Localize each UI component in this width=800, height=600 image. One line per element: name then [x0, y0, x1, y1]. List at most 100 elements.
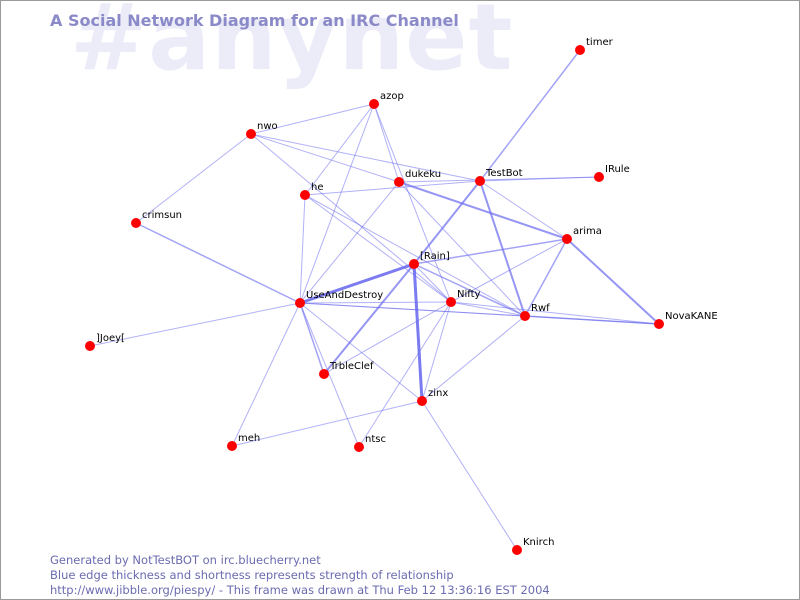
edge-nwo-Nifty — [250, 133, 452, 303]
node-dot — [446, 297, 456, 307]
edge-zinx-Knirch — [421, 400, 518, 551]
edge-zinx-meh — [231, 400, 423, 447]
node-label: dukeku — [405, 169, 441, 180]
node-azop: azop — [369, 91, 404, 109]
node-dot — [227, 441, 237, 451]
channel-watermark: #anynet — [70, 0, 514, 91]
node-label: TestBot — [485, 168, 523, 179]
node-he: he — [300, 182, 324, 200]
edge-timer-TestBot — [479, 49, 581, 182]
edge-arima-NovaKANE — [566, 238, 660, 325]
node-label: zinx — [428, 388, 448, 399]
edge-he-UseAndDestroy — [299, 194, 306, 304]
node-Nifty: Nifty — [446, 289, 481, 307]
node-TestBot: TestBot — [475, 168, 523, 186]
footer-generated-by: Generated by NotTestBOT on irc.bluecherr… — [50, 553, 321, 567]
node-dot — [300, 190, 310, 200]
node-label: Rwf — [531, 303, 550, 314]
edge-Nifty-arima — [450, 238, 568, 303]
node-Joey: ]Joey[ — [85, 333, 125, 351]
node-Rwf: Rwf — [520, 303, 550, 321]
edge-Rain-Nifty — [413, 263, 452, 303]
node-meh: meh — [227, 433, 260, 451]
node-label: timer — [586, 37, 614, 48]
node-dot — [417, 396, 427, 406]
node-dot — [575, 45, 585, 55]
edge-UseAndDestroy-TrbleClef — [299, 302, 325, 375]
edge-Rain-arima — [413, 238, 568, 265]
edge-dukeku-UseAndDestroy — [299, 181, 400, 304]
edge-TestBot-Rwf — [479, 180, 526, 317]
node-arima: arima — [562, 226, 602, 244]
edge-azop-Nifty — [373, 103, 452, 303]
edge-Nifty-NovaKANE — [450, 301, 660, 325]
node-dot — [409, 259, 419, 269]
node-IRule: IRule — [594, 164, 630, 182]
node-label: meh — [238, 433, 260, 444]
footer-url-timestamp: http://www.jibble.org/piespy/ - This fra… — [50, 583, 550, 597]
node-label: ntsc — [365, 434, 386, 445]
edge-arima-Rwf — [524, 238, 568, 317]
node-Knirch: Knirch — [512, 537, 554, 555]
edge-TestBot-Rain — [413, 180, 481, 265]
node-dukeku: dukeku — [394, 169, 441, 187]
nodes-layer: timer azop nwo dukeku TestBot IRule he crimsun a… — [85, 37, 718, 555]
footer-legend-note: Blue edge thickness and shortness repres… — [50, 568, 454, 582]
edge-nwo-dukeku — [250, 133, 400, 183]
node-dot — [594, 172, 604, 182]
node-dot — [520, 311, 530, 321]
edge-Rwf-NovaKANE — [524, 315, 660, 325]
node-UseAndDestroy: UseAndDestroy — [295, 290, 383, 308]
edge-UseAndDestroy-meh — [231, 302, 301, 447]
node-dot — [295, 298, 305, 308]
node-Rain: [Rain] — [409, 251, 450, 269]
page-title: A Social Network Diagram for an IRC Chan… — [50, 11, 459, 30]
node-NovaKANE: NovaKANE — [654, 311, 718, 329]
node-zinx: zinx — [417, 388, 448, 406]
node-label: nwo — [257, 121, 278, 132]
node-dot — [319, 369, 329, 379]
edge-azop-UseAndDestroy — [299, 103, 375, 304]
edge-UseAndDestroy-Joey — [89, 302, 301, 347]
edge-azop-he — [304, 103, 375, 196]
edge-Rain-TrbleClef — [323, 263, 415, 375]
node-dot — [394, 177, 404, 187]
edge-Nifty-TrbleClef — [323, 301, 452, 375]
node-label: ]Joey[ — [96, 333, 125, 344]
edge-dukeku-Rwf — [398, 181, 526, 317]
node-TrbleClef: TrbleClef — [319, 361, 374, 379]
node-label: NovaKANE — [665, 311, 718, 322]
node-label: crimsun — [142, 210, 182, 221]
node-label: azop — [380, 91, 404, 102]
edge-he-Rwf — [304, 194, 526, 317]
edge-Rwf-zinx — [421, 315, 526, 402]
edge-UseAndDestroy-ntsc — [299, 302, 360, 448]
node-dot — [131, 218, 141, 228]
node-label: he — [311, 182, 324, 193]
edge-Rain-zinx — [412, 263, 424, 402]
edges-layer — [89, 49, 660, 551]
edge-UseAndDestroy-zinx — [299, 302, 423, 402]
edge-Nifty-zinx — [421, 301, 452, 402]
node-label: Knirch — [523, 537, 554, 548]
node-label: IRule — [605, 164, 630, 175]
node-dot — [246, 129, 256, 139]
edge-nwo-crimsun — [135, 133, 252, 224]
node-dot — [654, 319, 664, 329]
edge-Nifty-Rwf — [450, 301, 526, 317]
edge-azop-nwo — [250, 103, 375, 135]
edge-crimsun-UseAndDestroy — [135, 222, 301, 304]
edge-Rain-UseAndDestroy — [299, 262, 415, 305]
node-label: UseAndDestroy — [306, 290, 383, 301]
node-dot — [354, 442, 364, 452]
node-label: TrbleClef — [329, 361, 374, 372]
node-dot — [562, 234, 572, 244]
edge-nwo-TestBot — [250, 133, 481, 182]
node-dot — [475, 176, 485, 186]
node-dot — [85, 341, 95, 351]
node-label: [Rain] — [420, 251, 450, 262]
edge-azop-dukeku — [373, 103, 400, 183]
node-crimsun: crimsun — [131, 210, 182, 228]
